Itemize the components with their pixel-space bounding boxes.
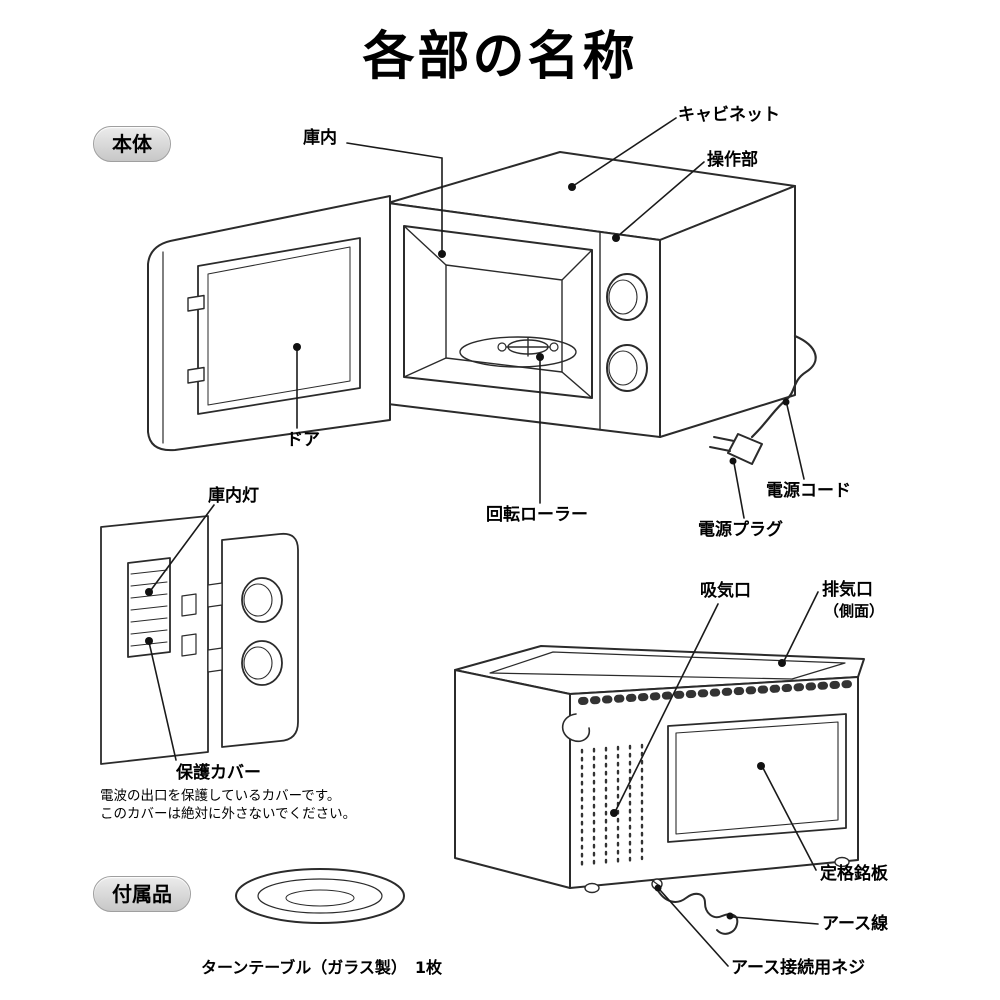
leader-lines [148, 117, 819, 967]
detail-knob-lower-face [243, 646, 273, 680]
label-cabinet: キャビネット [678, 105, 780, 125]
label-earth-screw: アース接続用ネジ [731, 958, 866, 978]
label-exhaust-port-note: （側面） [824, 602, 885, 620]
rear-left-face [454, 669, 571, 889]
dot-exhaust [778, 659, 786, 667]
door-latch-upper [187, 294, 205, 312]
dot-door [293, 343, 301, 351]
door-window-inner [207, 246, 351, 406]
leader-lamp [150, 504, 215, 591]
leader-exhaust [783, 591, 819, 662]
roller-wheel-left [497, 342, 507, 352]
rear-top-recess [489, 651, 846, 680]
dot-earth-wire [726, 912, 734, 920]
rear-view-drawing [454, 645, 865, 935]
dot-plug [729, 457, 737, 465]
turntable-center [285, 889, 355, 907]
dot-cover [145, 637, 153, 645]
leader-cord [786, 404, 805, 480]
cavity-back-wall [445, 264, 563, 373]
label-exhaust-port: 排気口 [822, 580, 873, 600]
power-plug-body [727, 433, 763, 465]
turntable-outer [235, 868, 405, 924]
label-protective-cover: 保護カバー [176, 763, 261, 783]
leader-dots [145, 183, 790, 920]
interior-light-detail-drawing [100, 515, 299, 765]
page-title: 各部の名称 [362, 27, 638, 87]
detail-knob-upper-face [243, 583, 273, 617]
dot-control-panel [612, 234, 620, 242]
panel-slot-upper [181, 593, 197, 617]
rear-top-vent-slots [578, 680, 854, 705]
label-power-plug: 電源プラグ [698, 520, 783, 540]
door-window [197, 237, 361, 415]
protective-cover-note-line1: 電波の出口を保護しているカバーです。 [100, 788, 341, 804]
knob-lower-face [608, 350, 638, 386]
leader-rating-plate [762, 767, 817, 871]
badge-accessories: 付属品 [93, 876, 191, 912]
panel-slot-lower [181, 633, 197, 657]
protective-cover-note-line2: このカバーは絶対に外さないでください。 [100, 806, 357, 822]
dot-rating-plate [757, 762, 765, 770]
dot-interior [438, 250, 446, 258]
badge-main-unit: 本体 [93, 126, 171, 162]
label-door: ドア [286, 430, 320, 450]
roller-wheel-right [549, 342, 559, 352]
dot-roller [536, 353, 544, 361]
leader-interior [346, 142, 443, 253]
label-control-panel: 操作部 [707, 150, 758, 170]
power-plug-prongs [709, 436, 735, 452]
rear-foot-right [834, 856, 850, 868]
label-earth-wire: アース線 [822, 914, 889, 934]
rear-foot-left [584, 882, 600, 894]
turntable-caption: ターンテーブル（ガラス製） 1枚 [201, 958, 443, 977]
dot-earth-screw [654, 884, 662, 892]
roller-arms [499, 337, 557, 357]
dot-intake [610, 809, 618, 817]
leader-cabinet [572, 117, 677, 187]
leader-earth-screw [659, 889, 729, 967]
label-interior-light: 庫内灯 [208, 486, 259, 506]
rating-plate-recess [667, 713, 847, 843]
detail-hinge-upper [207, 582, 223, 608]
label-power-cord: 電源コード [766, 481, 851, 501]
earth-wire-line [656, 888, 739, 935]
label-air-intake: 吸気口 [700, 581, 751, 601]
turntable-ring [459, 336, 577, 368]
dot-cord [782, 398, 790, 406]
label-rotating-roller: 回転ローラー [486, 505, 588, 525]
leader-cover [148, 641, 177, 761]
microwave-open-drawing [147, 151, 817, 465]
rating-plate-inner [675, 721, 839, 835]
door-latch-lower [187, 366, 205, 384]
leader-earth-wire [732, 916, 819, 925]
cord-hook [561, 713, 591, 743]
knob-upper-face [608, 279, 638, 315]
label-rating-nameplate: 定格銘板 [820, 864, 888, 884]
label-interior: 庫内 [303, 128, 337, 148]
turntable-drawing [235, 868, 405, 924]
leader-control-panel [617, 161, 705, 237]
dot-cabinet [568, 183, 576, 191]
detail-hinge-lower [207, 647, 223, 673]
leader-plug [733, 462, 745, 519]
dot-lamp [145, 588, 153, 596]
turntable-mid [257, 878, 383, 914]
leader-intake [615, 603, 719, 811]
cavity-perspective-lines [403, 225, 593, 399]
